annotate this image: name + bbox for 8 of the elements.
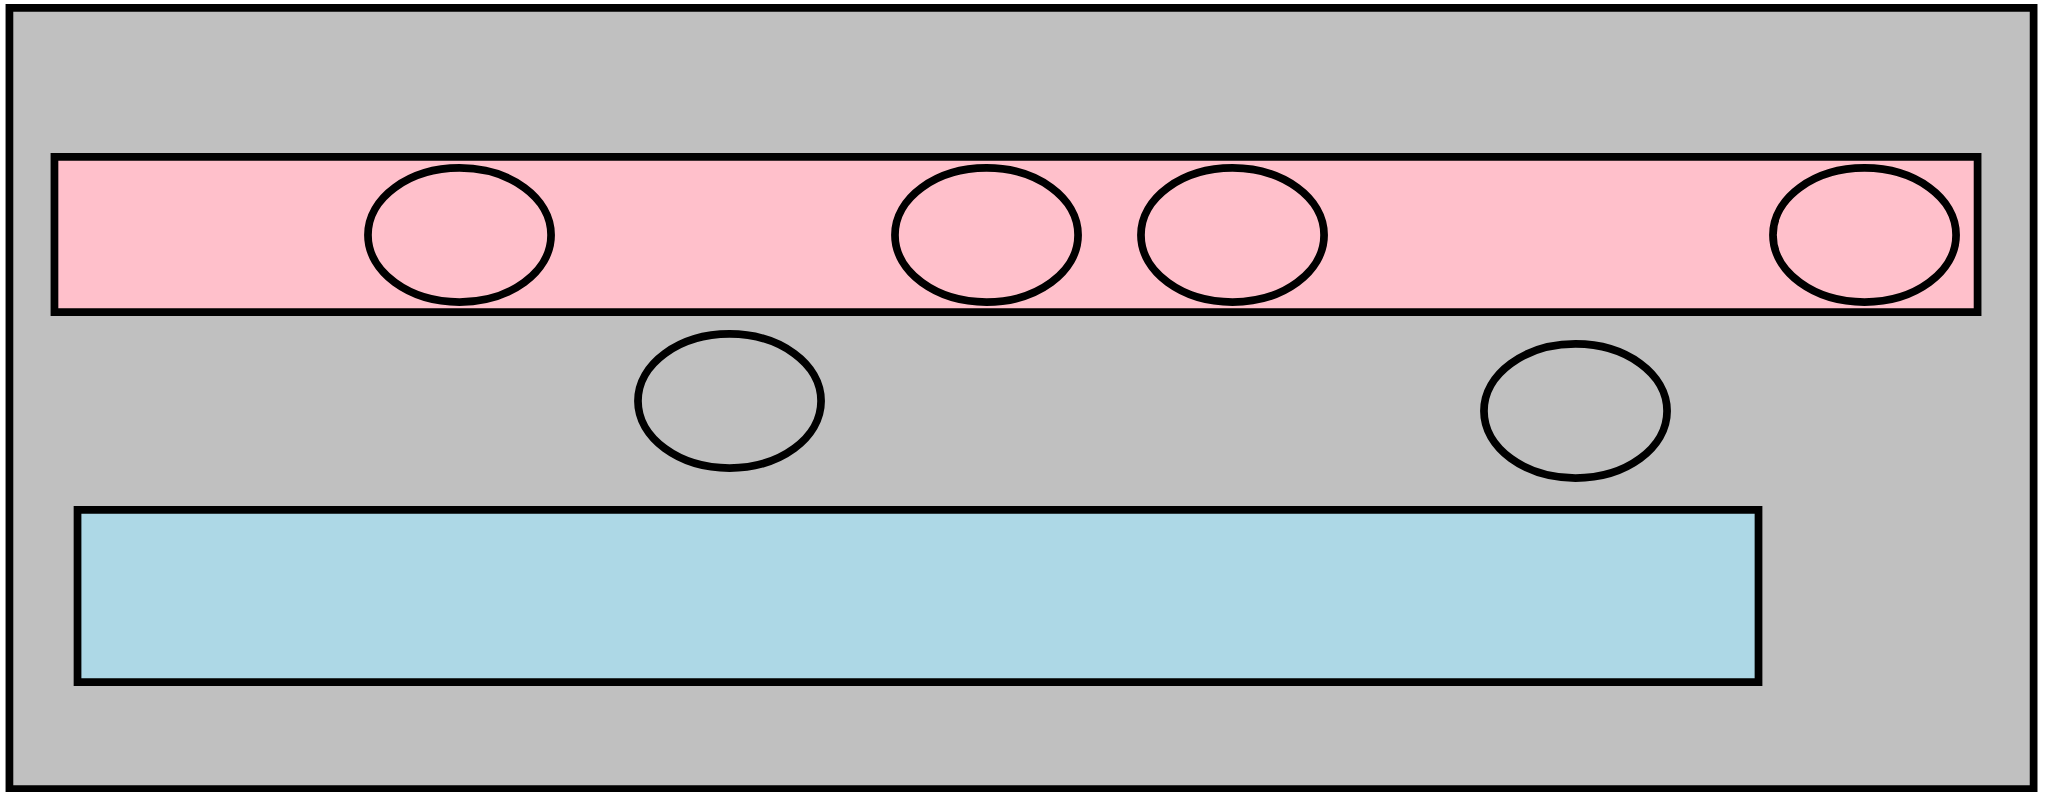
ellipse (634, 330, 825, 472)
ellipse (1769, 164, 1960, 306)
ellipse (1480, 340, 1671, 482)
ellipse (891, 164, 1082, 306)
band (50, 153, 1982, 316)
ellipse (364, 164, 555, 306)
band (73, 506, 1763, 686)
ellipse (1137, 164, 1328, 306)
